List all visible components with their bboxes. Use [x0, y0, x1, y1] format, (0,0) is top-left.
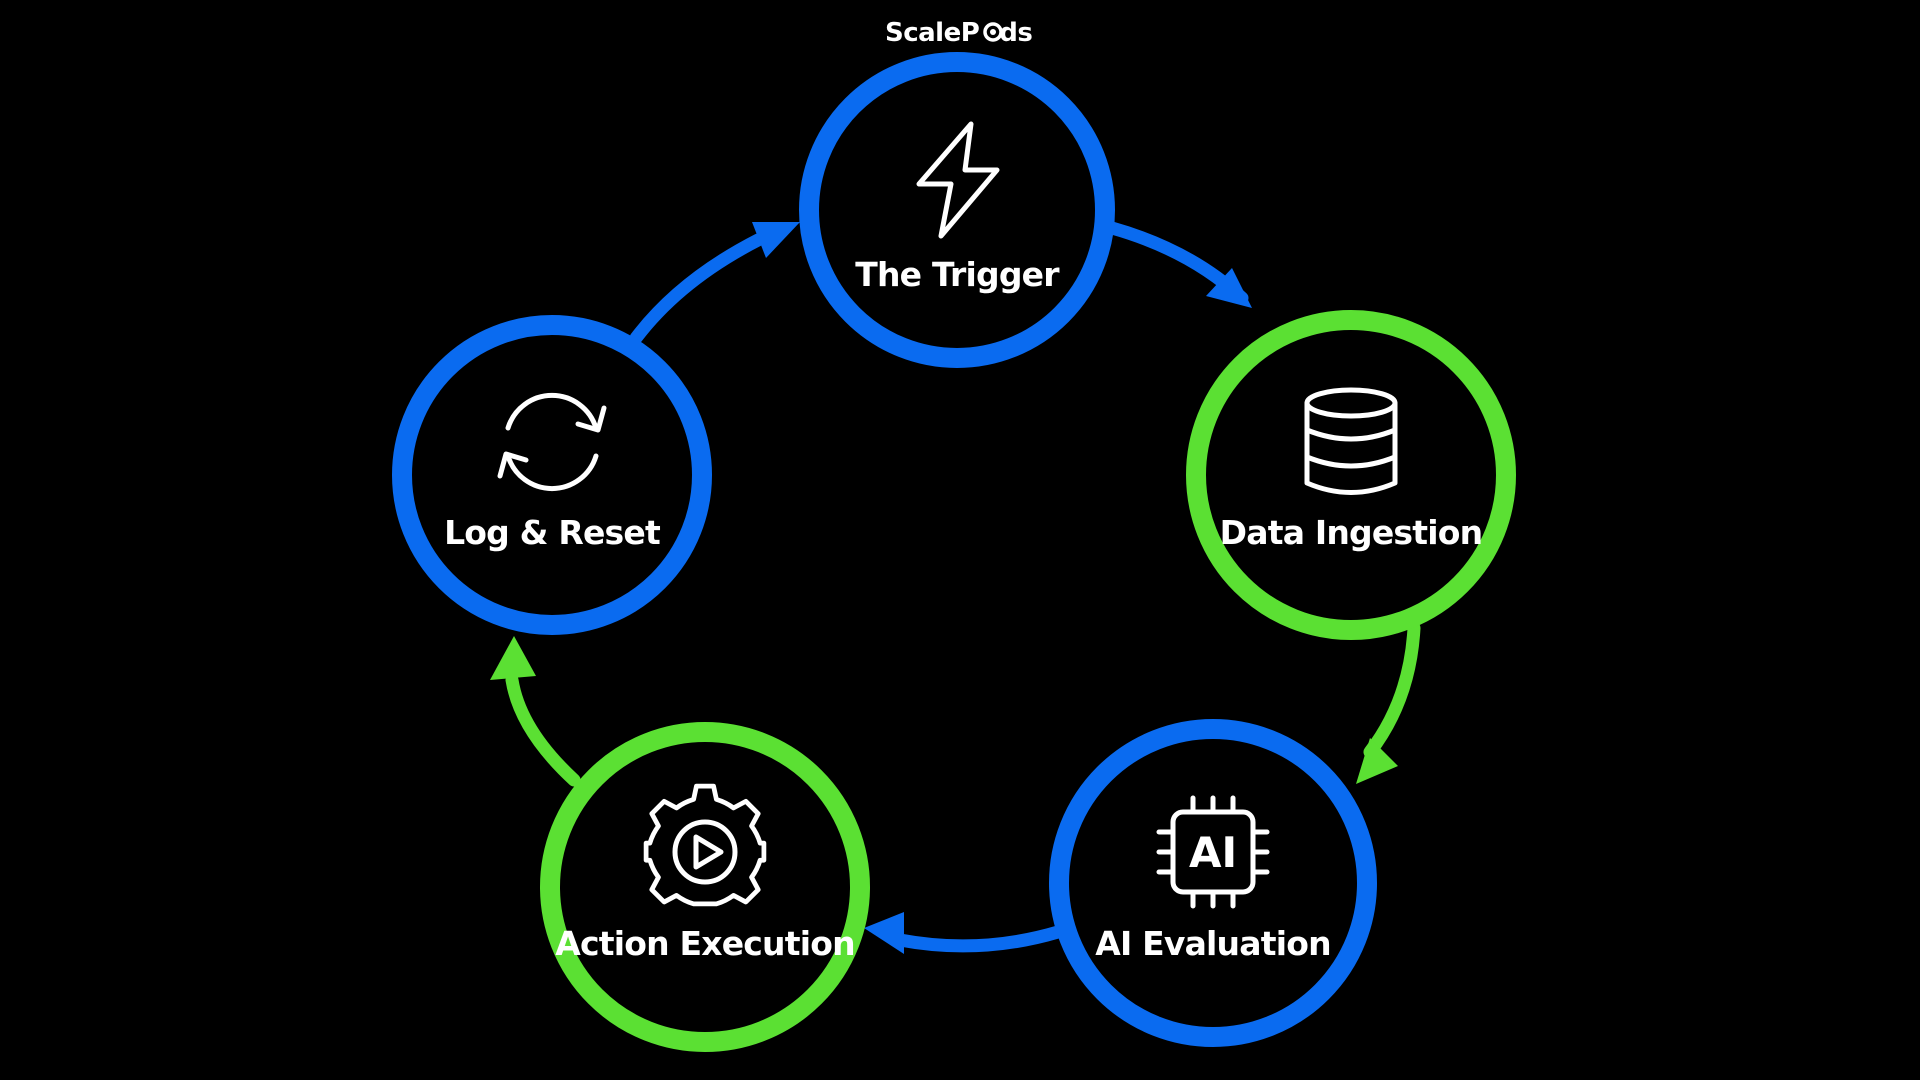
- node-action-execution: Action Execution: [540, 722, 870, 1052]
- node-data-ingestion: Data Ingestion: [1186, 310, 1516, 640]
- node-ring-log-reset: [392, 315, 712, 635]
- node-ring-data-ingestion: [1186, 310, 1516, 640]
- connector-ai-evaluation-to-action-execution: [864, 912, 1065, 954]
- node-ring-ai-evaluation: [1049, 719, 1377, 1047]
- node-the-trigger: The Trigger: [799, 52, 1115, 368]
- refresh-cycle-icon: [497, 393, 607, 491]
- lightning-bolt-icon: [916, 121, 1000, 239]
- connector-data-ingestion-to-ai-evaluation: [1356, 621, 1421, 784]
- brand-name-end: ds: [999, 18, 1032, 48]
- node-label-log-reset: Log & Reset: [444, 513, 661, 552]
- gear-play-icon: [643, 783, 767, 907]
- brand-name-start: Scale: [885, 18, 961, 48]
- node-ring-trigger: [799, 52, 1115, 368]
- connector-log-reset-to-trigger: [629, 222, 800, 345]
- gear-o-icon: [983, 22, 1003, 42]
- brand-name-letter: P: [961, 18, 980, 48]
- node-label-data-ingestion: Data Ingestion: [1220, 513, 1483, 552]
- database-icon: [1304, 387, 1398, 495]
- node-log-reset: Log & Reset: [392, 315, 712, 635]
- node-label-action-execution: Action Execution: [555, 924, 855, 963]
- connector-trigger-to-data-ingestion: [1105, 221, 1252, 308]
- ai-chip-icon: AI: [1156, 795, 1270, 909]
- node-label-trigger: The Trigger: [855, 255, 1060, 294]
- node-ring-action-execution: [540, 722, 870, 1052]
- ai-chip-text: AI: [1189, 828, 1237, 877]
- connectors: [490, 221, 1421, 954]
- connector-action-execution-to-log-reset: [490, 636, 581, 787]
- node-ai-evaluation: AI AI Evaluation: [1049, 719, 1377, 1047]
- node-label-ai-evaluation: AI Evaluation: [1095, 924, 1331, 963]
